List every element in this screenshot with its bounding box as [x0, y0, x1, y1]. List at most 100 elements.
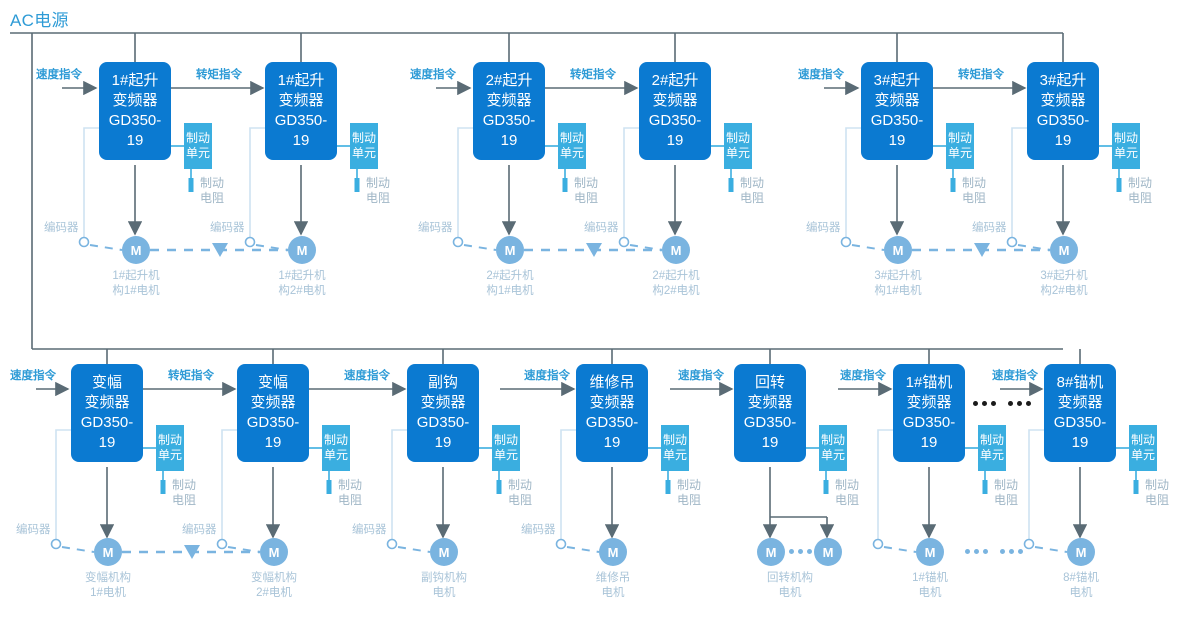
inverter-hoist-1b[interactable]: 1#起升 变频器 GD350- 19 [265, 62, 337, 160]
brake-resistor-line2: 电阻 [1128, 191, 1153, 205]
motor-symbol: M [1058, 242, 1070, 258]
caption-line1: 1#起升机 [278, 270, 326, 282]
inverter-luff-1[interactable]: 变幅 变频器 GD350- 19 [71, 364, 143, 462]
motor-symbol: M [504, 242, 516, 258]
inverter-swing[interactable]: 回转 变频器 GD350- 19 [734, 364, 806, 462]
motor-symbol: M [822, 544, 834, 560]
brake-resistor-line2: 电阻 [338, 493, 363, 507]
anchor-motor-ellipsis-a-icon [965, 549, 988, 554]
motor-symbol: M [670, 242, 682, 258]
motor-caption-2a: 2#起升机 构1#电机 [460, 269, 560, 299]
brake-unit-swing[interactable]: 制动 单元 [819, 425, 847, 471]
inverter-hoist-1a[interactable]: 1#起升 变频器 GD350- 19 [99, 62, 171, 160]
caption-line2: 电机 [1069, 587, 1093, 599]
brake-unit-3a[interactable]: 制动 单元 [946, 123, 974, 169]
brake-resistor-1b: 制动 电阻 [366, 176, 390, 206]
row1-shaft-triangles [212, 243, 990, 257]
inverter-model-line2: 19 [434, 434, 452, 451]
inverter-hoist-2a[interactable]: 2#起升 变频器 GD350- 19 [473, 62, 545, 160]
brake-unit-line2: 单元 [662, 448, 687, 462]
inverter-title-line1: 副钩 [427, 374, 458, 391]
row2-shaft-triangles [184, 545, 200, 559]
motor-swing-1: M [757, 538, 785, 566]
motor-caption-luff-2: 变幅机构 2#电机 [224, 571, 324, 601]
inverter-model-line1: GD350- [482, 112, 536, 129]
brake-unit-line1: 制动 [662, 433, 687, 447]
inverter-hoist-3a[interactable]: 3#起升 变频器 GD350- 19 [861, 62, 933, 160]
motor-symbol: M [607, 544, 619, 560]
row2-encoder-symbols [50, 538, 1035, 550]
brake-unit-luff-1[interactable]: 制动 单元 [156, 425, 184, 471]
motor-maintenance-hoist: M [599, 538, 627, 566]
motor-symbol: M [924, 544, 936, 560]
inverter-aux-hook[interactable]: 副钩 变频器 GD350- 19 [407, 364, 479, 462]
cmd-row2-4: 速度指令 [678, 370, 724, 382]
inverter-maintenance-hoist[interactable]: 维修吊 变频器 GD350- 19 [576, 364, 648, 462]
inverter-anchor-1[interactable]: 1#锚机 变频器 GD350- 19 [893, 364, 965, 462]
caption-line1: 3#起升机 [1040, 270, 1088, 282]
caption-line1: 回转机构 [767, 572, 813, 584]
brake-resistor-line1: 制动 [1145, 478, 1170, 492]
brake-resistor-anchor-8: 制动 电阻 [1145, 478, 1169, 508]
brake-unit-luff-2[interactable]: 制动 单元 [322, 425, 350, 471]
caption-line1: 8#锚机 [1063, 572, 1099, 584]
inverter-title-line2: 变频器 [1057, 394, 1103, 411]
brake-unit-2a[interactable]: 制动 单元 [558, 123, 586, 169]
motor-aux-hook: M [430, 538, 458, 566]
brake-unit-anchor-1[interactable]: 制动 单元 [978, 425, 1006, 471]
inverter-model-line1: GD350- [80, 414, 134, 431]
inverter-title-line1: 变幅 [257, 374, 288, 391]
motor-caption-anchor-1: 1#锚机 电机 [880, 571, 980, 601]
inverter-anchor-8[interactable]: 8#锚机 变频器 GD350- 19 [1044, 364, 1116, 462]
inverter-title-line2: 变频器 [1040, 92, 1086, 109]
inverter-title-line1: 1#起升 [277, 72, 325, 89]
brake-resistor-luff-2: 制动 电阻 [338, 478, 362, 508]
motor-anchor-1: M [916, 538, 944, 566]
caption-line1: 副钩机构 [421, 572, 467, 584]
inverter-model-line1: GD350- [416, 414, 470, 431]
cmd-speed-2a: 速度指令 [410, 69, 456, 81]
motor-caption-1a: 1#起升机 构1#电机 [86, 269, 186, 299]
brake-unit-1b[interactable]: 制动 单元 [350, 123, 378, 169]
brake-resistor-line2: 电阻 [172, 493, 197, 507]
brake-resistor-aux-hook: 制动 电阻 [508, 478, 532, 508]
motor-caption-anchor-8: 8#锚机 电机 [1031, 571, 1131, 601]
brake-unit-line1: 制动 [820, 433, 845, 447]
brake-unit-maintenance-hoist[interactable]: 制动 单元 [661, 425, 689, 471]
caption-line1: 1#起升机 [112, 270, 160, 282]
brake-unit-line2: 单元 [559, 146, 584, 160]
inverter-model-line2: 19 [1071, 434, 1089, 451]
brake-unit-3b[interactable]: 制动 单元 [1112, 123, 1140, 169]
cmd-row2-5: 速度指令 [840, 370, 886, 382]
inverter-hoist-2b[interactable]: 2#起升 变频器 GD350- 19 [639, 62, 711, 160]
inverter-model-line2: 19 [888, 132, 906, 149]
brake-resistor-3b: 制动 电阻 [1128, 176, 1152, 206]
cmd-speed-3a: 速度指令 [798, 69, 844, 81]
cmd-torque-1: 转矩指令 [196, 69, 242, 81]
brake-unit-line2: 单元 [323, 448, 348, 462]
brake-unit-2b[interactable]: 制动 单元 [724, 123, 752, 169]
inverter-title-line2: 变频器 [278, 92, 324, 109]
cmd-torque-2: 转矩指令 [570, 69, 616, 81]
cmd-row2-2: 速度指令 [344, 370, 390, 382]
caption-line1: 2#起升机 [486, 270, 534, 282]
brake-unit-anchor-8[interactable]: 制动 单元 [1129, 425, 1157, 471]
inverter-title-line1: 3#起升 [873, 72, 921, 89]
brake-unit-1a[interactable]: 制动 单元 [184, 123, 212, 169]
brake-resistor-line1: 制动 [1128, 176, 1153, 190]
inverter-model-line2: 19 [264, 434, 282, 451]
inverter-title-line2: 变频器 [420, 394, 466, 411]
brake-resistor-luff-1: 制动 电阻 [172, 478, 196, 508]
caption-line2: 构2#电机 [278, 285, 326, 297]
inverter-model-line1: GD350- [585, 414, 639, 431]
inverter-luff-2[interactable]: 变幅 变频器 GD350- 19 [237, 364, 309, 462]
brake-resistor-line2: 电阻 [994, 493, 1019, 507]
inverter-hoist-3b[interactable]: 3#起升 变频器 GD350- 19 [1027, 62, 1099, 160]
bus-drops-row2 [106, 349, 1081, 364]
brake-unit-aux-hook[interactable]: 制动 单元 [492, 425, 520, 471]
inverter-model-line1: GD350- [648, 112, 702, 129]
motor-luff-1: M [94, 538, 122, 566]
brake-resistor-line1: 制动 [962, 176, 987, 190]
encoder-label-luff-2: 编码器 [182, 524, 217, 536]
brake-resistor-line1: 制动 [508, 478, 533, 492]
